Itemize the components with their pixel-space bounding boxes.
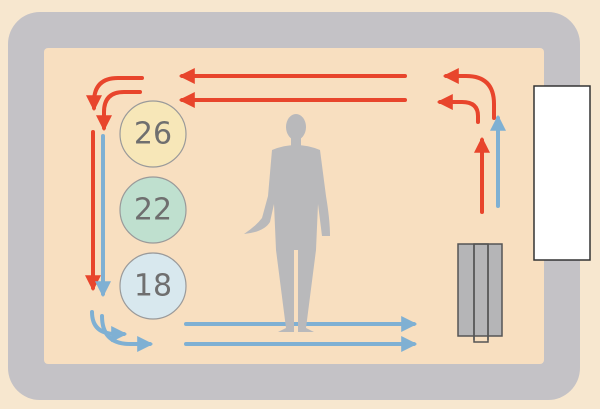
warm-flow-curve-right-2: [436, 94, 480, 124]
temperature-zone-26: 26: [119, 100, 187, 168]
warm-flow-curve-left-2: [96, 90, 142, 132]
window-icon: [533, 85, 591, 261]
temperature-zone-18: 18: [119, 252, 187, 320]
cool-flow-curve-bottom-1: [90, 310, 128, 342]
temperature-zones: 26 22 18: [119, 100, 187, 320]
person-silhouette-icon: [244, 114, 330, 332]
cool-flow-curve-bottom-2: [100, 314, 154, 352]
temperature-circle: [119, 252, 187, 320]
temperature-label: 22: [134, 193, 172, 228]
temperature-label: 26: [134, 117, 172, 152]
warm-airflow-group: [85, 68, 496, 292]
temperature-circle: [119, 100, 187, 168]
temperature-label: 18: [134, 269, 172, 304]
temperature-zone-22: 22: [119, 176, 187, 244]
radiator-icon: [457, 243, 503, 343]
warm-flow-curve-left-1: [86, 76, 144, 112]
warm-flow-curve-right-1: [442, 68, 496, 120]
temperature-circle: [119, 176, 187, 244]
